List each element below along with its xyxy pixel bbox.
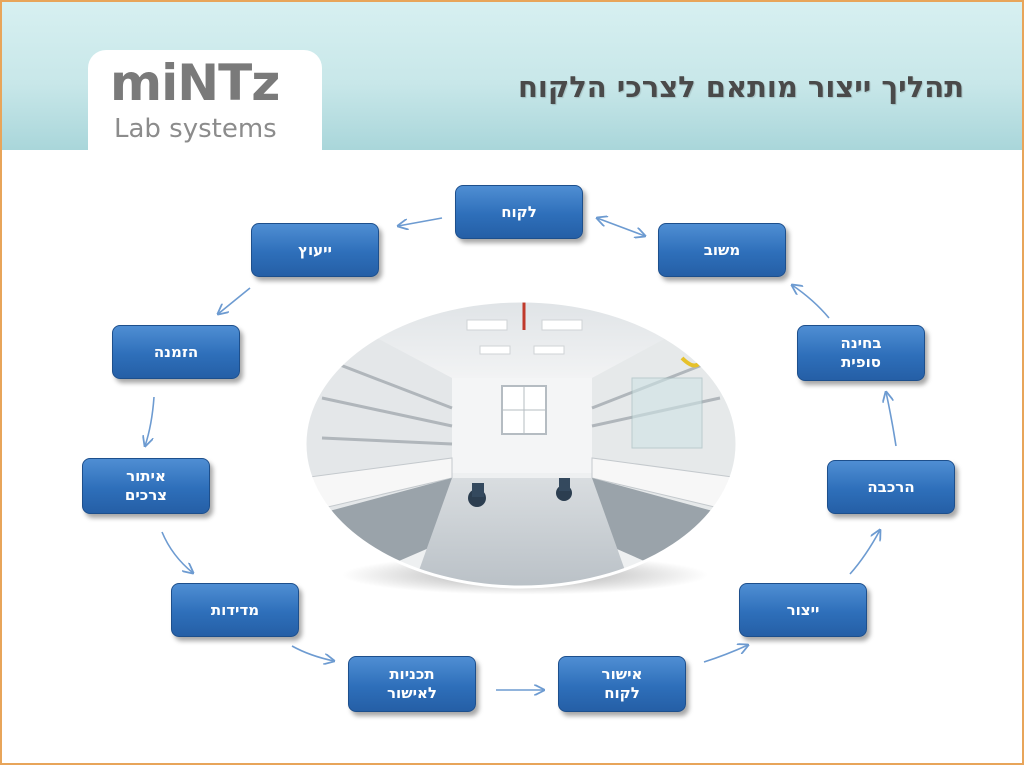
step-consulting: ייעוץ <box>251 223 379 277</box>
step-needs: איתור צרכים <box>82 458 210 514</box>
arrow-final-check-to-feedback <box>792 285 830 319</box>
slide-title: תהליך ייצור מותאם לצרכי הלקוח <box>517 70 964 104</box>
step-feedback: משוב <box>658 223 786 277</box>
logo-tagline: Lab systems <box>114 114 277 144</box>
step-plans: תכניות לאישור <box>348 656 476 712</box>
step-customer: לקוח <box>455 185 583 239</box>
company-logo: miNTz Lab systems <box>88 50 322 150</box>
arrow-production-to-assembly <box>849 530 880 575</box>
arrow-measurements-to-plans <box>291 645 334 661</box>
step-final-check: בחינה סופית <box>797 325 925 381</box>
step-order: הזמנה <box>112 325 240 379</box>
arrow-order-to-needs <box>145 396 155 446</box>
arrow-customer-to-consulting <box>398 217 443 226</box>
step-assembly: הרכבה <box>827 460 955 514</box>
step-measurements: מדידות <box>171 583 299 637</box>
arrow-consulting-to-order <box>218 287 251 314</box>
arrow-approval-to-production <box>703 645 748 663</box>
logo-wordmark: miNTz <box>110 54 280 112</box>
arrow-feedback-to-customer <box>597 218 645 236</box>
step-approval: אישור לקוח <box>558 656 686 712</box>
arrow-needs-to-measurements <box>161 531 193 573</box>
arrow-assembly-to-final-check <box>886 392 897 447</box>
step-production: ייצור <box>739 583 867 637</box>
laboratory-photo <box>303 299 739 589</box>
